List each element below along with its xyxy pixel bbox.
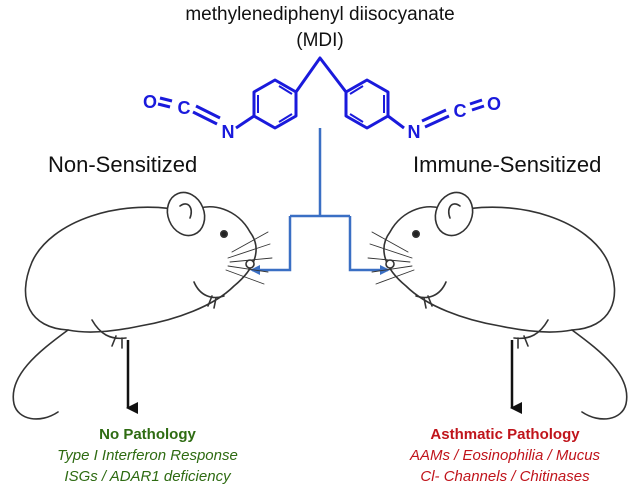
atom-n-right: N [408, 122, 421, 142]
atom-c-right: C [454, 101, 467, 121]
branch-left-arrow [250, 216, 292, 275]
outcome-right-heading: Asthmatic Pathology [430, 426, 580, 443]
outcome-left-line2: ISGs / ADAR1 deficiency [64, 468, 231, 485]
compound-name: methylenediphenyl diisocyanate [185, 4, 455, 25]
atom-o-left: O [143, 92, 157, 112]
outcome-left-heading: No Pathology [99, 426, 196, 443]
mdi-atom-labels: O C N N C O [143, 92, 501, 142]
branch-arrows [250, 128, 390, 275]
mouse-right-icon [367, 191, 628, 420]
mdi-structure [157, 56, 485, 130]
group-label-immune-sensitized: Immune-Sensitized [413, 152, 602, 177]
group-label-non-sensitized: Non-Sensitized [48, 152, 198, 177]
outcome-right-line2: Cl- Channels / Chitinases [420, 468, 590, 485]
atom-n-left: N [222, 122, 235, 142]
outcome-asthmatic-pathology: Asthmatic Pathology AAMs / Eosinophilia … [370, 424, 640, 487]
mouse-left-icon [12, 191, 273, 420]
outcome-no-pathology: No Pathology Type I Interferon Response … [10, 424, 285, 487]
branch-right-arrow [348, 216, 390, 275]
outcome-left-line1: Type I Interferon Response [57, 447, 238, 464]
compound-abbreviation: (MDI) [296, 30, 344, 51]
atom-c-left: C [178, 98, 191, 118]
atom-o-right: O [487, 94, 501, 114]
outcome-right-line1: AAMs / Eosinophilia / Mucus [409, 447, 601, 464]
